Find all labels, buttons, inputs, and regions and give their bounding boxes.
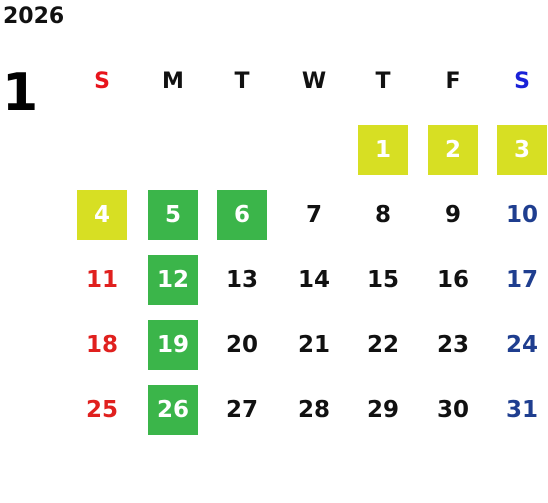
day-cell[interactable]: 20: [225, 332, 258, 358]
year-label: 2026: [3, 4, 65, 29]
day-cell[interactable]: 23: [436, 332, 469, 358]
day-cell[interactable]: 5: [148, 190, 198, 240]
weekday-header: T: [375, 68, 391, 94]
day-cell[interactable]: 11: [85, 267, 118, 293]
day-cell[interactable]: 21: [297, 332, 330, 358]
weekday-header: S: [514, 68, 530, 94]
day-cell[interactable]: 30: [436, 397, 469, 423]
day-cell[interactable]: 18: [85, 332, 118, 358]
day-cell[interactable]: 28: [297, 397, 330, 423]
day-cell[interactable]: 10: [505, 202, 538, 228]
day-cell[interactable]: 6: [217, 190, 267, 240]
weekday-header: S: [94, 68, 110, 94]
weekday-header: M: [162, 68, 184, 94]
day-cell[interactable]: 19: [148, 320, 198, 370]
day-cell[interactable]: 3: [497, 125, 547, 175]
weekday-header: T: [234, 68, 250, 94]
day-cell[interactable]: 7: [305, 202, 322, 228]
day-cell[interactable]: 29: [366, 397, 399, 423]
day-cell[interactable]: 25: [85, 397, 118, 423]
day-cell[interactable]: 22: [366, 332, 399, 358]
day-cell[interactable]: 17: [505, 267, 538, 293]
day-cell[interactable]: 13: [225, 267, 258, 293]
day-cell[interactable]: 4: [77, 190, 127, 240]
day-cell[interactable]: 24: [505, 332, 538, 358]
day-cell[interactable]: 31: [505, 397, 538, 423]
day-cell[interactable]: 26: [148, 385, 198, 435]
day-cell[interactable]: 14: [297, 267, 330, 293]
day-cell[interactable]: 8: [374, 202, 391, 228]
weekday-header: W: [301, 68, 327, 94]
weekday-header: F: [445, 68, 461, 94]
day-cell[interactable]: 27: [225, 397, 258, 423]
day-cell[interactable]: 9: [444, 202, 461, 228]
day-cell[interactable]: 12: [148, 255, 198, 305]
month-number: 1: [2, 63, 39, 123]
day-cell[interactable]: 1: [358, 125, 408, 175]
day-cell[interactable]: 16: [436, 267, 469, 293]
day-cell[interactable]: 2: [428, 125, 478, 175]
day-cell[interactable]: 15: [366, 267, 399, 293]
